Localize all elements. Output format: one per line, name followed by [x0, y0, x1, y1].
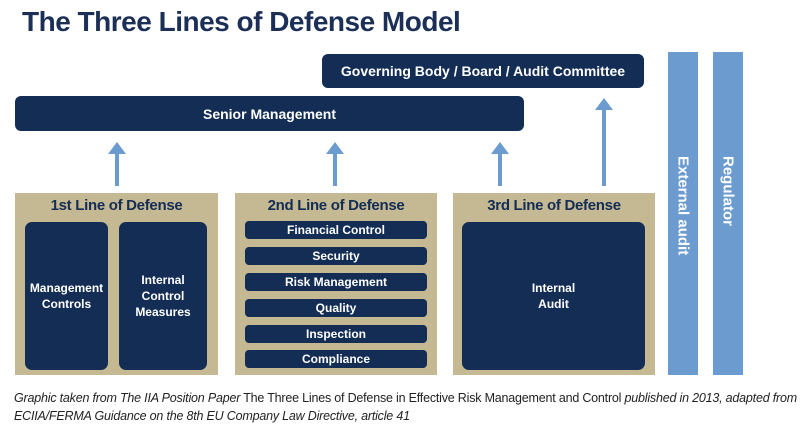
- arrow-up-icon: [108, 142, 126, 186]
- item-financial-control: Financial Control: [245, 221, 427, 239]
- internal-control-measures-box: Internal Control Measures: [119, 222, 207, 370]
- third-line-heading: 3rd Line of Defense: [487, 197, 621, 214]
- external-audit-label: External audit: [674, 156, 692, 256]
- item-inspection: Inspection: [245, 325, 427, 343]
- arrow-up-icon: [326, 142, 344, 186]
- item-quality: Quality: [245, 299, 427, 317]
- regulator-label: Regulator: [719, 156, 737, 227]
- third-line-box: 3rd Line of Defense Internal Audit: [453, 193, 655, 375]
- first-line-box: 1st Line of Defense Management Controls …: [15, 193, 218, 375]
- senior-management-bar: Senior Management: [15, 96, 524, 131]
- management-controls-box: Management Controls: [25, 222, 108, 370]
- arrow-up-icon: [595, 98, 613, 186]
- caption: Graphic taken from The IIA Position Pape…: [14, 389, 804, 425]
- item-risk-management: Risk Management: [245, 273, 427, 291]
- second-line-box: 2nd Line of Defense Financial Control Se…: [235, 193, 437, 375]
- first-line-heading: 1st Line of Defense: [50, 197, 183, 214]
- regulator-bar: Regulator: [713, 52, 743, 375]
- arrow-up-icon: [491, 142, 509, 186]
- external-audit-bar: External audit: [668, 52, 698, 375]
- second-line-heading: 2nd Line of Defense: [267, 197, 405, 214]
- caption-details: published in 2013, adapted from ECIIA/FE…: [14, 391, 797, 423]
- caption-source: Graphic taken from The IIA Position Pape…: [14, 391, 241, 405]
- item-security: Security: [245, 247, 427, 265]
- governing-body-bar: Governing Body / Board / Audit Committee: [322, 54, 644, 88]
- page-title: The Three Lines of Defense Model: [22, 6, 461, 37]
- item-compliance: Compliance: [245, 350, 427, 368]
- caption-paper-title: The Three Lines of Defense in Effective …: [240, 391, 625, 405]
- internal-audit-box: Internal Audit: [462, 222, 645, 370]
